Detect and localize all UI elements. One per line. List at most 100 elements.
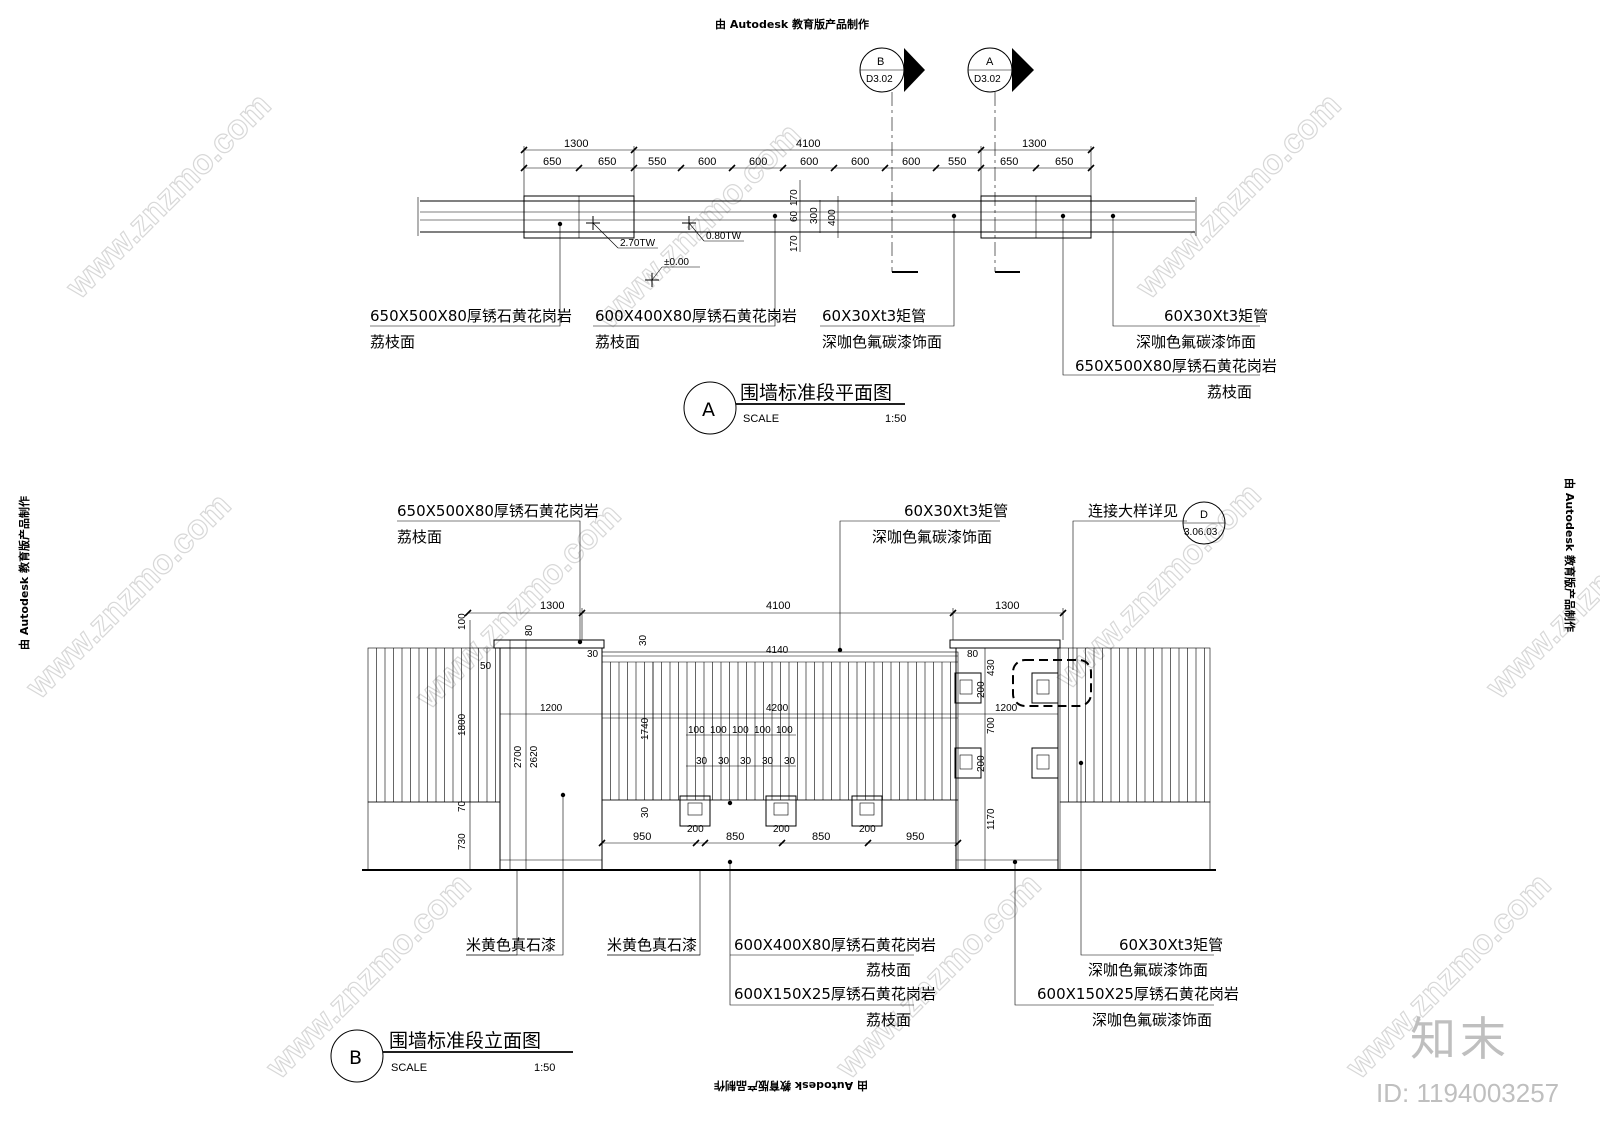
level-mark: 0.80TW — [682, 216, 744, 242]
elev-dim: 50 — [480, 661, 492, 672]
elev-dim-vert: 100 — [457, 613, 468, 630]
plan-dim: 600 — [851, 156, 869, 168]
elev-dim: 950 — [906, 831, 924, 843]
plan-dim: 550 — [948, 156, 966, 168]
edu-stamp-right: 由 Autodesk 教育版产品制作 — [1563, 478, 1577, 632]
elev-fence-center — [601, 651, 959, 871]
elev-scale: 1:50 — [534, 1062, 555, 1074]
elev-dim-vert: 30 — [638, 634, 649, 646]
elev-dim: 100 — [754, 725, 771, 736]
elev-title: 围墙标准段立面图 — [389, 1030, 541, 1052]
elev-dim: 100 — [732, 725, 749, 736]
plan-dim: 650 — [598, 156, 616, 168]
plan-dim: 650 — [543, 156, 561, 168]
elev-pillar-right — [955, 647, 1059, 871]
level-mark: 2.70TW — [586, 216, 658, 249]
elev-note: 连接大样详见 — [1088, 502, 1178, 520]
watermark: www.znzmo.com — [258, 866, 478, 1086]
watermark: www.znzmo.com — [18, 486, 238, 706]
elev-fence-right — [1059, 647, 1211, 871]
elev-note: 600X400X80厚锈石黄花岗岩 — [734, 936, 936, 954]
elev-dim: 100 — [710, 725, 727, 736]
elev-dim: 30 — [718, 756, 730, 767]
bottom-post — [679, 795, 883, 827]
elev-dim: 100 — [776, 725, 793, 736]
plan-note: 60X30Xt3矩管 — [1164, 307, 1268, 325]
elev-pillar-cap-left — [493, 639, 605, 649]
plan-note: 荔枝面 — [595, 333, 640, 351]
elev-dim-1300-left: 1300 — [540, 600, 564, 612]
plan-scale-label: SCALE — [743, 413, 779, 425]
plan-dim: 600 — [698, 156, 716, 168]
brand-id: ID: 1194003257 — [1376, 1078, 1559, 1108]
elev-dim: 30 — [784, 756, 796, 767]
elev-note: 米黄色真石漆 — [466, 936, 556, 954]
elev-note: 深咖色氟碳漆饰面 — [872, 528, 992, 546]
plan-note: 650X500X80厚锈石黄花岗岩 — [370, 307, 572, 325]
elev-title-block: B 围墙标准段立面图 SCALE 1:50 — [330, 1029, 573, 1083]
detail-callout-box[interactable] — [1012, 659, 1092, 707]
elev-dim: 200 — [859, 824, 876, 835]
section-marker-b[interactable]: B D3.02 — [859, 47, 925, 93]
elev-dim: 850 — [726, 831, 744, 843]
elev-dim: 30 — [762, 756, 774, 767]
elev-dim: 4200 — [766, 703, 789, 714]
elev-dim-vert: 30 — [640, 806, 651, 818]
elev-note: 600X150X25厚锈石黄花岗岩 — [1037, 985, 1239, 1003]
plan-dim-1300-right: 1300 — [1022, 138, 1046, 150]
plan-note: 60X30Xt3矩管 — [822, 307, 926, 325]
elev-dim-vert: 2700 — [513, 745, 524, 768]
plan-dim-1300-left: 1300 — [564, 138, 588, 150]
elev-dim: 950 — [633, 831, 651, 843]
section-marker-b-ref: D3.02 — [866, 74, 893, 85]
elev-dim: 1200 — [540, 703, 563, 714]
edu-stamp-left: 由 Autodesk 教育版产品制作 — [17, 496, 31, 650]
plan-note: 荔枝面 — [370, 333, 415, 351]
elev-note: 荔枝面 — [866, 1011, 911, 1029]
elev-dim: 30 — [696, 756, 708, 767]
elev-dim-vert: 80 — [524, 624, 535, 636]
plan-dim: 600 — [749, 156, 767, 168]
elev-dim: 850 — [812, 831, 830, 843]
plan-dim: 600 — [902, 156, 920, 168]
plan-scale: 1:50 — [885, 413, 906, 425]
detail-ref-marker[interactable]: D 3.06.03 — [1182, 501, 1226, 545]
elev-dim-vert: 70 — [457, 800, 468, 812]
plan-dim-4100: 4100 — [796, 138, 820, 150]
elev-note: 米黄色真石漆 — [607, 936, 697, 954]
plan-dim-vert: 170 — [789, 189, 800, 206]
plan-dim: 550 — [648, 156, 666, 168]
elev-dim-vert: 1800 — [457, 713, 468, 736]
plan-note: 600X400X80厚锈石黄花岗岩 — [595, 307, 797, 325]
plan-dim: 650 — [1000, 156, 1018, 168]
edu-stamp-top: 由 Autodesk 教育版产品制作 — [715, 17, 869, 31]
watermark: www.znzmo.com — [1128, 86, 1348, 306]
plan-note: 650X500X80厚锈石黄花岗岩 — [1075, 357, 1277, 375]
plan-note: 深咖色氟碳漆饰面 — [1136, 333, 1256, 351]
elev-dim: 30 — [740, 756, 752, 767]
elev-note: 650X500X80厚锈石黄花岗岩 — [397, 502, 599, 520]
elev-note: 深咖色氟碳漆饰面 — [1092, 1011, 1212, 1029]
elevation-view: 1300 4100 1300 100 80 50 1800 2700 2620 … — [330, 501, 1239, 1083]
elev-note: 荔枝面 — [866, 961, 911, 979]
watermark: www.znzmo.com — [1478, 486, 1600, 706]
section-marker-a[interactable]: A D3.02 — [967, 47, 1034, 93]
plan-title-block: A 围墙标准段平面图 SCALE 1:50 — [683, 381, 906, 435]
elev-dim-vert: 1740 — [640, 717, 651, 740]
elev-note: 60X30Xt3矩管 — [1119, 936, 1223, 954]
level-label: ±0.00 — [664, 257, 689, 268]
section-marker-b-letter: B — [877, 56, 884, 68]
elev-dim: 1200 — [995, 703, 1018, 714]
connection-plate — [954, 672, 1059, 779]
elev-dim-vert: 1170 — [986, 808, 997, 830]
elev-dim: 80 — [967, 649, 979, 660]
elev-dim-4100: 4100 — [766, 600, 790, 612]
elev-dim: 200 — [773, 824, 790, 835]
plan-dim: 650 — [1055, 156, 1073, 168]
watermark: www.znzmo.com — [58, 86, 278, 306]
brand-logo-text: 知末 — [1410, 1012, 1510, 1066]
detail-ref-letter: D — [1200, 509, 1208, 521]
elev-note: 荔枝面 — [397, 528, 442, 546]
elev-dim-vert: 200 — [976, 755, 987, 772]
